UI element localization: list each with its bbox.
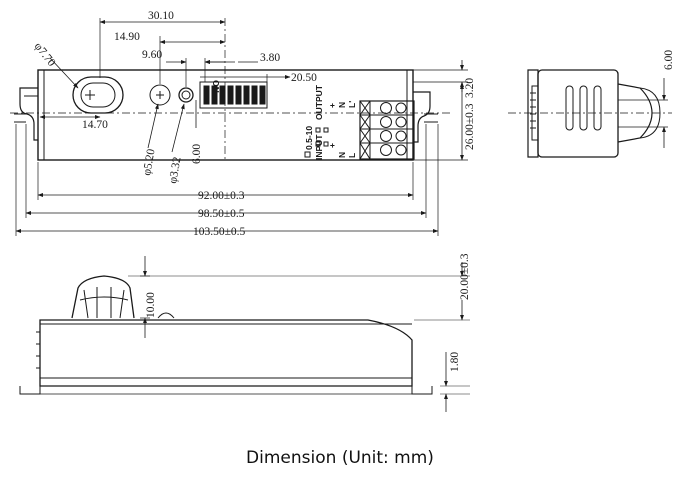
dim-hole-spacing: 98.50±0.5 — [198, 208, 245, 220]
side-view — [508, 69, 672, 158]
dim-overall-top: 30.10 — [148, 10, 174, 22]
dim-dip-offset: 3.80 — [260, 52, 280, 64]
dim-dip-width: 20.50 — [291, 72, 317, 84]
dim-indicator-offset: 6.00 — [191, 144, 203, 164]
dim-lens-pos: 14.70 — [82, 119, 108, 131]
terminal-block — [359, 100, 415, 160]
terminal-out-l: L' — [347, 101, 357, 108]
dip-switch — [199, 81, 268, 109]
dim-signal-label: 0.5-10 — [304, 126, 314, 150]
dim-mount-hole: φ7.70 — [32, 40, 58, 69]
led-hole — [149, 84, 171, 106]
caption: Dimension (Unit: mm) — [246, 448, 434, 468]
terminal-in-plus: + — [327, 143, 337, 148]
pir-lens — [72, 76, 124, 114]
dim-probe: 6.00 — [663, 50, 675, 70]
dim-led-offset: 9.60 — [142, 49, 162, 61]
dim-sensor-height: 10.00 — [145, 292, 157, 318]
front-view — [19, 256, 470, 412]
terminal-in-n: N — [337, 152, 347, 158]
terminal-in-l: L — [347, 153, 357, 158]
dim-overall-length: 103.50±0.5 — [193, 226, 246, 238]
dim-base: 1.80 — [449, 352, 461, 372]
indicator-hole — [178, 87, 194, 103]
dim-total-height: 20.00±0.3 — [459, 253, 471, 300]
terminal-out-plus: + — [327, 103, 337, 108]
terminal-out-n: N — [337, 102, 347, 108]
dim-top-margin: 3.20 — [464, 78, 476, 98]
dim-body-length: 92.00±0.3 — [198, 190, 245, 202]
top-view — [10, 18, 468, 236]
dip-on-label: ON — [211, 80, 221, 93]
dim-indicator-dia: φ3.32 — [167, 156, 184, 185]
input-label: INPUT — [314, 134, 324, 160]
output-label: OUTPUT — [314, 84, 324, 120]
dim-lens-width: 14.90 — [114, 31, 140, 43]
dim-height: 26.00±0.3 — [464, 103, 476, 150]
dim-led-dia: φ5.20 — [141, 148, 158, 177]
